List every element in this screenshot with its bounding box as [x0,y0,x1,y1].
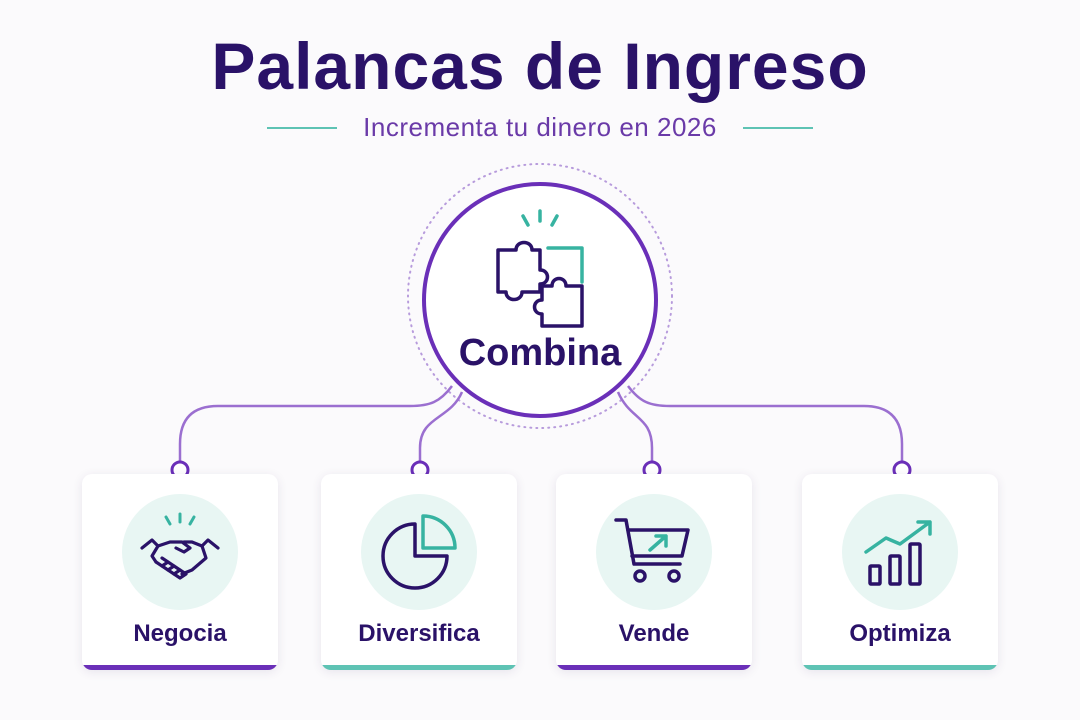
icon-circle [596,494,712,610]
connector-optimiza [627,385,904,462]
puzzle-icon [496,209,584,328]
card-label: Negocia [133,620,227,647]
card-label: Diversifica [358,620,480,647]
card-accent-bar [82,665,278,670]
card-accent-bar [802,665,998,670]
hub-dotted-ring [407,163,673,429]
card-diversifica: Diversifica [321,474,517,670]
pie-chart-icon [381,514,457,590]
hub-label: Combina [458,332,622,374]
icon-circle [842,494,958,610]
icon-circle [361,494,477,610]
card-accent-bar [556,665,752,670]
card-accent-bar [321,665,517,670]
subtitle-divider-left [267,126,338,129]
icon-circle [122,494,238,610]
subtitle-divider-right [742,126,813,129]
connector-negocia [178,385,453,462]
card-vende: Vende [556,474,752,670]
card-optimiza: Optimiza [802,474,998,670]
growth-chart-icon [864,520,932,586]
connector-diversifica [418,391,464,462]
card-label: Vende [618,620,690,647]
subtitle-row: Incrementa tu dinero en 2026 [0,112,1080,143]
page-subtitle: Incrementa tu dinero en 2026 [363,112,717,142]
page-title: Palancas de Ingreso [211,29,869,103]
shopping-cart-icon [614,518,690,583]
card-negocia: Negocia [82,474,278,670]
handshake-icon [140,512,220,580]
connector-vende [616,391,654,462]
card-label: Optimiza [849,620,951,647]
